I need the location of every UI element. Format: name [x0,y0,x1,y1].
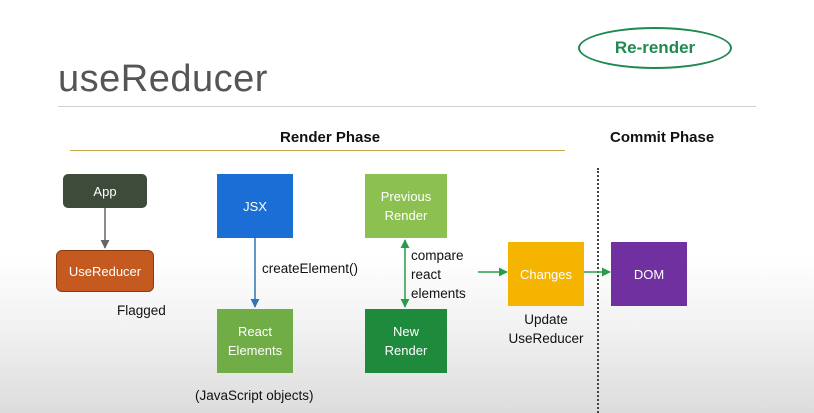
usereducer-node-label: UseReducer [68,263,142,279]
update-line1: Update [524,312,568,327]
title-divider [58,106,756,107]
react-elements-line1: React [238,324,272,339]
update-line2: UseReducer [508,331,584,346]
compare-label: compare react elements [411,246,466,303]
render-phase-label: Render Phase [280,129,381,146]
new-render-line1: New [392,324,419,339]
dom-node: DOM [611,242,687,306]
previous-render-node: Previous Render [365,174,447,238]
react-elements-line2: Elements [227,343,283,358]
update-usereducer-label: Update UseReducer [506,310,586,348]
changes-node: Changes [508,242,584,306]
compare-line1: compare [411,248,464,263]
flagged-label: Flagged [117,303,166,318]
dom-node-label: DOM [633,266,665,282]
page-title: useReducer [58,58,268,100]
previous-render-line2: Render [384,208,428,223]
usereducer-node: UseReducer [56,250,154,292]
jsx-node: JSX [217,174,293,238]
app-node: App [63,174,147,208]
commit-phase-label: Commit Phase [610,129,715,146]
phase-divider [597,168,599,413]
new-render-node: New Render [365,309,447,373]
render-phase-rule [70,150,565,151]
changes-node-label: Changes [519,266,573,282]
compare-line2: react [411,267,442,282]
previous-render-line1: Previous [380,189,432,204]
new-render-line2: Render [384,343,428,358]
javascript-objects-label: (JavaScript objects) [195,388,314,403]
compare-line3: elements [411,286,466,301]
react-elements-node: React Elements [217,309,293,373]
jsx-node-label: JSX [243,198,267,214]
app-node-label: App [93,183,117,199]
create-element-label: createElement() [262,261,359,276]
rerender-badge: Re-render [578,27,732,69]
